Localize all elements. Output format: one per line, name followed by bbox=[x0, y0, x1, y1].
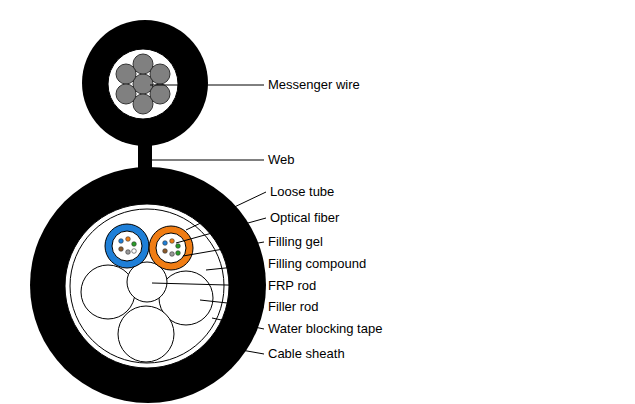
leader-lines bbox=[150, 85, 266, 354]
cable-sheath bbox=[30, 167, 266, 403]
part-label: Loose tube bbox=[270, 184, 334, 200]
part-label: Filling gel bbox=[268, 234, 323, 250]
part-label: FRP rod bbox=[268, 278, 316, 294]
part-label: Cable sheath bbox=[268, 346, 345, 362]
filler-rods bbox=[81, 262, 213, 362]
messenger-strands bbox=[116, 54, 170, 114]
part-label: Messenger wire bbox=[268, 77, 360, 93]
filling-gel bbox=[112, 231, 142, 261]
part-label: Web bbox=[268, 152, 295, 168]
part-label: Filling compound bbox=[268, 256, 366, 272]
part-label: Optical fiber bbox=[270, 210, 339, 226]
loose-tube-blue bbox=[105, 224, 149, 268]
optical-fibers bbox=[119, 237, 181, 257]
water-blocking-tape bbox=[65, 204, 229, 368]
part-label: Water blocking tape bbox=[268, 321, 382, 337]
messenger-core bbox=[108, 49, 178, 119]
filling-gel bbox=[156, 233, 186, 263]
loose-tube-orange bbox=[149, 226, 193, 270]
filling-compound bbox=[70, 209, 224, 363]
messenger-sheath bbox=[82, 20, 208, 146]
part-label: Filler rod bbox=[268, 299, 319, 315]
